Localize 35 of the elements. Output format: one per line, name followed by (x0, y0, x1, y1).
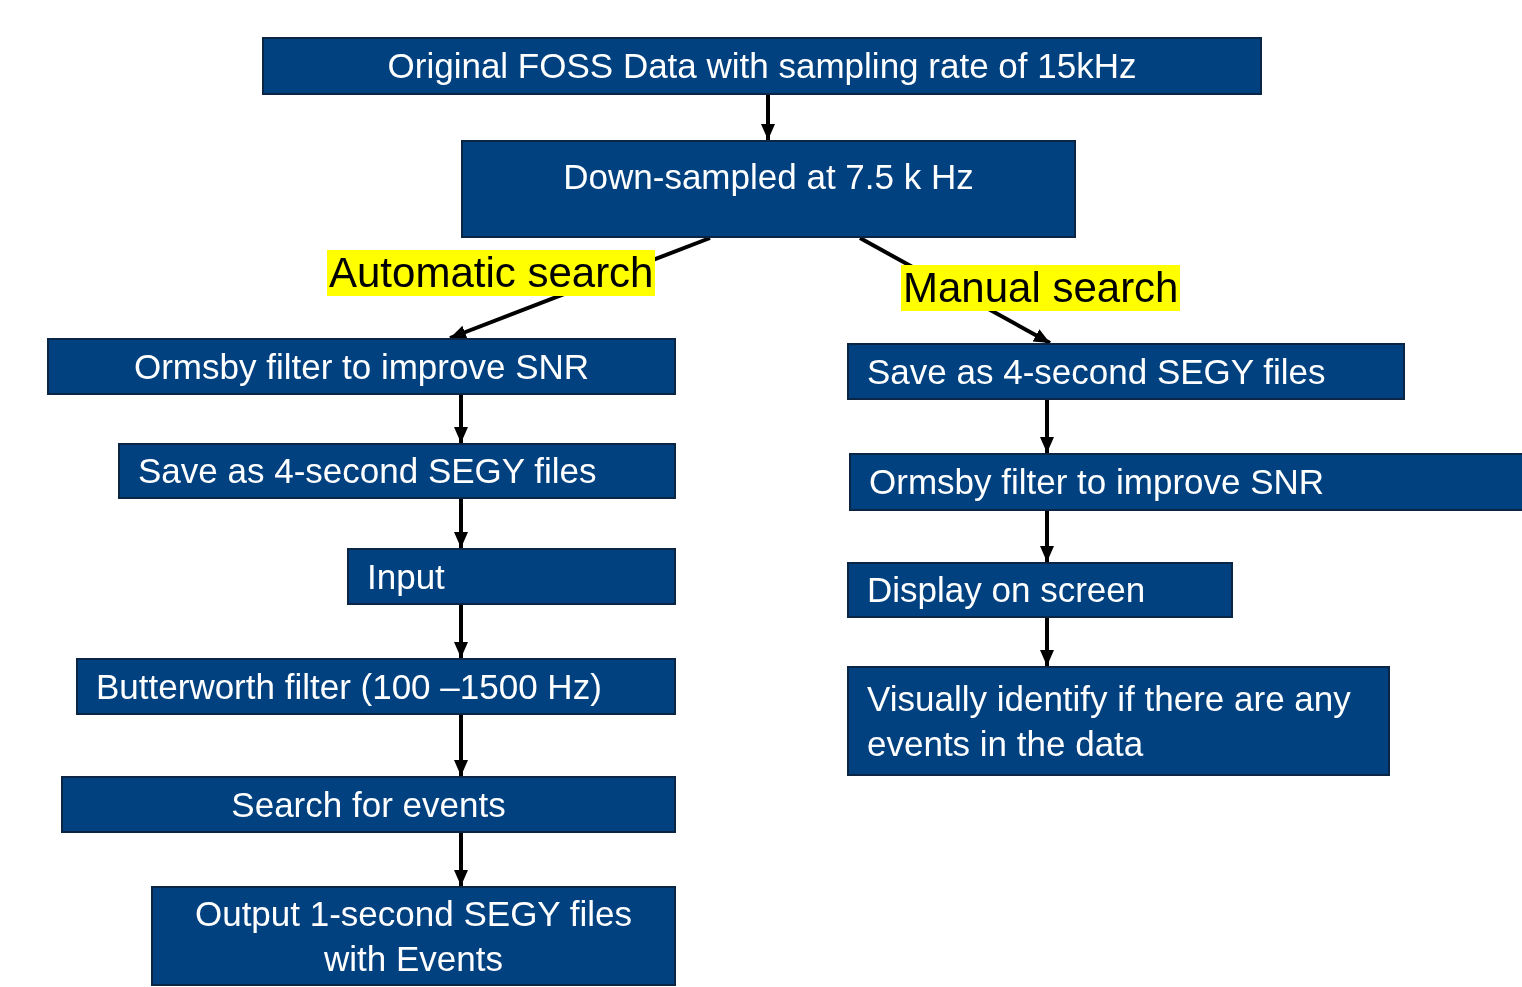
arrow (454, 499, 468, 548)
step-text: Ormsby filter to improve SNR (869, 461, 1325, 504)
process-box (847, 343, 1405, 400)
arrow (454, 833, 468, 886)
step-text: Output 1-second SEGY files with Events (193, 892, 634, 980)
process-box (76, 658, 676, 715)
step-text: Original FOSS Data with sampling rate of 15kHz (387, 45, 1137, 88)
step-text: Save as 4-second SEGY files (138, 450, 597, 493)
process-box (61, 776, 676, 833)
process-box (262, 37, 1262, 95)
arrow (761, 95, 775, 140)
step-text: Down-sampled at 7.5 k Hz (563, 156, 974, 198)
process-box (47, 338, 676, 395)
step-text: Search for events (231, 783, 506, 826)
edge-label: Manual search (901, 265, 1181, 312)
arrow (454, 605, 468, 658)
step-text: Input (367, 555, 445, 598)
process-box (847, 562, 1233, 618)
arrow (454, 715, 468, 776)
step-text: Save as 4-second SEGY files (867, 350, 1326, 393)
arrow (1040, 618, 1054, 666)
arrow (454, 395, 468, 443)
process-box (151, 886, 676, 986)
process-box (347, 548, 676, 605)
step-text: Ormsby filter to improve SNR (133, 345, 590, 388)
edge-label: Automatic search (327, 250, 656, 297)
arrow (1040, 400, 1054, 453)
process-box (847, 666, 1390, 776)
step-text: Display on screen (867, 569, 1146, 612)
arrow (1040, 511, 1054, 562)
step-text: Visually identify if there are any events in the data (867, 677, 1352, 765)
process-box (461, 140, 1076, 238)
process-box (118, 443, 676, 499)
process-box (849, 453, 1522, 511)
step-text: Butterworth filter (100 –1500 Hz) (96, 665, 602, 708)
